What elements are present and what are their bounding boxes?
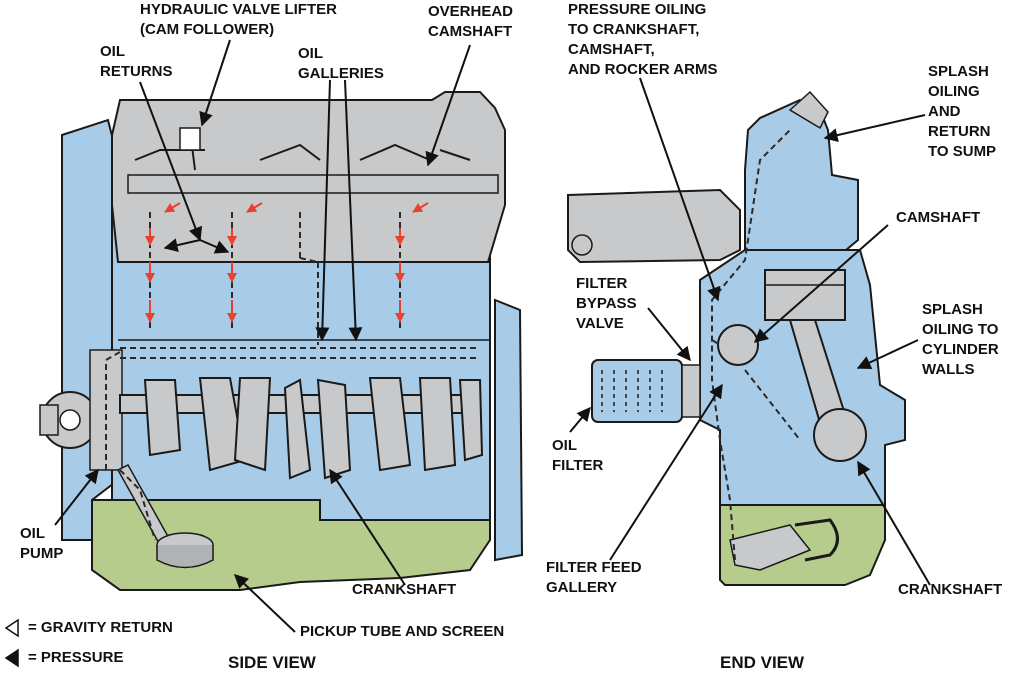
- label-oil-galleries: OIL GALLERIES: [298, 45, 384, 82]
- piston: [764, 269, 846, 321]
- oil-filter-canister: [591, 359, 683, 423]
- label-hydraulic-valve-lifter: HYDRAULIC VALVE LIFTER (CAM FOLLOWER): [140, 1, 337, 38]
- legend-gravity-return: = GRAVITY RETURN: [28, 619, 173, 636]
- label-pressure-oiling: PRESSURE OILING TO CRANKSHAFT, CAMSHAFT,…: [568, 1, 718, 78]
- label-oil-filter: OIL FILTER: [552, 437, 604, 474]
- gravity-return-symbol: [4, 618, 19, 638]
- label-camshaft-end: CAMSHAFT: [896, 209, 981, 226]
- label-oil-pump: OIL PUMP: [20, 525, 64, 562]
- label-crankshaft-side: CRANKSHAFT: [352, 581, 457, 598]
- side-view-engine: [39, 91, 524, 591]
- valve-lifter: [179, 127, 201, 151]
- crankshaft-end: [813, 408, 867, 462]
- pressure-symbol: [4, 648, 19, 668]
- camshaft-side: [127, 174, 499, 194]
- label-splash-oiling-cylinder: SPLASH OILING TO CYLINDER WALLS: [922, 301, 999, 378]
- leader-arrows: [54, 39, 931, 633]
- legend-pressure: = PRESSURE: [28, 649, 124, 666]
- flywheel: [494, 298, 524, 562]
- label-oil-returns: OIL RETURNS: [100, 43, 173, 80]
- label-crankshaft-end: CRANKSHAFT: [898, 581, 1003, 598]
- crankshaft-side-view: [119, 377, 484, 480]
- timing-cover: [61, 118, 119, 541]
- label-splash-oiling-return: SPLASH OILING AND RETURN TO SUMP: [928, 63, 997, 160]
- side-view-title: SIDE VIEW: [228, 653, 316, 672]
- label-filter-feed-gallery: FILTER FEED GALLERY: [546, 559, 642, 596]
- end-head: [744, 98, 859, 256]
- label-filter-bypass-valve: FILTER BYPASS VALVE: [576, 275, 637, 332]
- label-pickup-tube: PICKUP TUBE AND SCREEN: [300, 623, 505, 640]
- label-overhead-camshaft: OVERHEAD CAMSHAFT: [428, 3, 514, 40]
- end-view-title: END VIEW: [720, 653, 805, 672]
- end-view-engine: [567, 90, 906, 586]
- intake-manifold: [567, 188, 741, 264]
- camshaft-end: [717, 324, 759, 366]
